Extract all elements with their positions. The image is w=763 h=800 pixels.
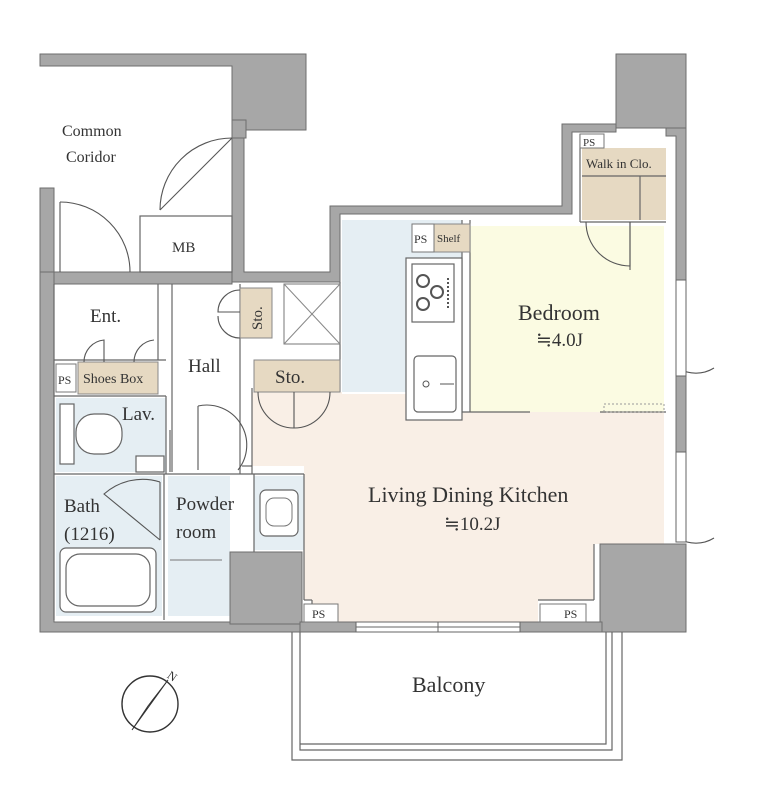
hall-label: Hall <box>188 356 221 377</box>
ldk-label: Living Dining Kitchen <box>368 482 568 507</box>
storage-blocks <box>55 133 666 623</box>
right-lower-column <box>599 543 687 633</box>
powder-floor <box>168 476 230 616</box>
ps-box-ent <box>55 363 77 393</box>
burner-icon <box>416 274 430 288</box>
ps-box-walkin <box>579 133 605 149</box>
walk-in-label: Walk in Clo. <box>586 156 652 171</box>
hall-sto-label: Sto. <box>250 306 266 330</box>
bedroom-floor <box>470 226 664 412</box>
bedroom-label: Bedroom <box>518 300 600 325</box>
ldk-area: ≒10.2J <box>444 514 501 535</box>
stove-top <box>411 263 455 323</box>
pantry-box <box>283 283 341 345</box>
balcony <box>291 632 623 761</box>
ent-label: Ent. <box>90 306 121 327</box>
shelf-box <box>433 223 471 253</box>
ps-label-bottom-left: PS <box>312 607 325 621</box>
bath-size-label: (1216) <box>64 524 115 545</box>
ldk-storage <box>253 359 341 393</box>
kitchen-sink <box>413 355 457 413</box>
bottom-wall-left <box>299 621 357 633</box>
right-column <box>615 53 687 129</box>
bathtub-inner <box>65 553 151 607</box>
bedroom-rail <box>603 403 665 413</box>
entrance-top-wall <box>53 271 233 285</box>
lav-counter <box>135 455 165 473</box>
labels: Common Coridor MB Ent. PS Shoes Box Hall… <box>58 123 652 697</box>
burner-icon <box>416 297 430 311</box>
ps-box-bottom-left <box>303 603 339 623</box>
ps-label-bottom-right: PS <box>564 607 577 621</box>
left-stub <box>39 187 55 273</box>
walls <box>39 53 687 633</box>
north-arrow: N <box>121 668 180 733</box>
balcony-label: Balcony <box>412 672 485 697</box>
toilet-bowl <box>75 413 123 455</box>
ps-label-walkin: PS <box>583 137 595 149</box>
corridor-column <box>231 119 247 139</box>
ldk-sto-label: Sto. <box>275 367 305 388</box>
shelf-label: Shelf <box>437 233 461 245</box>
hall-storage <box>239 287 273 339</box>
ldk-floor <box>252 392 664 622</box>
bottom-wall-right <box>519 621 603 633</box>
ldk-window <box>675 451 687 543</box>
burner-icon <box>430 285 444 299</box>
bedroom-area: ≒4.0J <box>536 330 583 351</box>
sanitary <box>59 403 299 613</box>
top-wall <box>231 123 617 283</box>
lav-label: Lav. <box>122 404 155 425</box>
shoes-box <box>77 361 159 395</box>
ps-label-kitchen: PS <box>414 232 427 246</box>
corridor-label-1: Common <box>62 123 122 140</box>
ps-label-ent: PS <box>58 373 71 387</box>
ps-box-kitchen <box>411 223 435 253</box>
powder-label-2: room <box>176 522 216 543</box>
bath-label: Bath <box>64 496 100 517</box>
walk-in-floor <box>582 148 666 220</box>
lower-left-column <box>229 551 303 625</box>
toilet-tank <box>59 403 75 465</box>
corridor-label-2: Coridor <box>66 149 116 166</box>
bedroom-window <box>675 279 687 377</box>
shoes-box-label: Shoes Box <box>83 372 143 387</box>
windows <box>355 279 687 633</box>
doors <box>59 137 715 544</box>
kitchen <box>405 257 463 421</box>
mb-label: MB <box>172 240 195 256</box>
powder-label-1: Powder <box>176 494 235 515</box>
ps-box-bottom-right <box>539 603 587 623</box>
partitions <box>53 134 666 622</box>
